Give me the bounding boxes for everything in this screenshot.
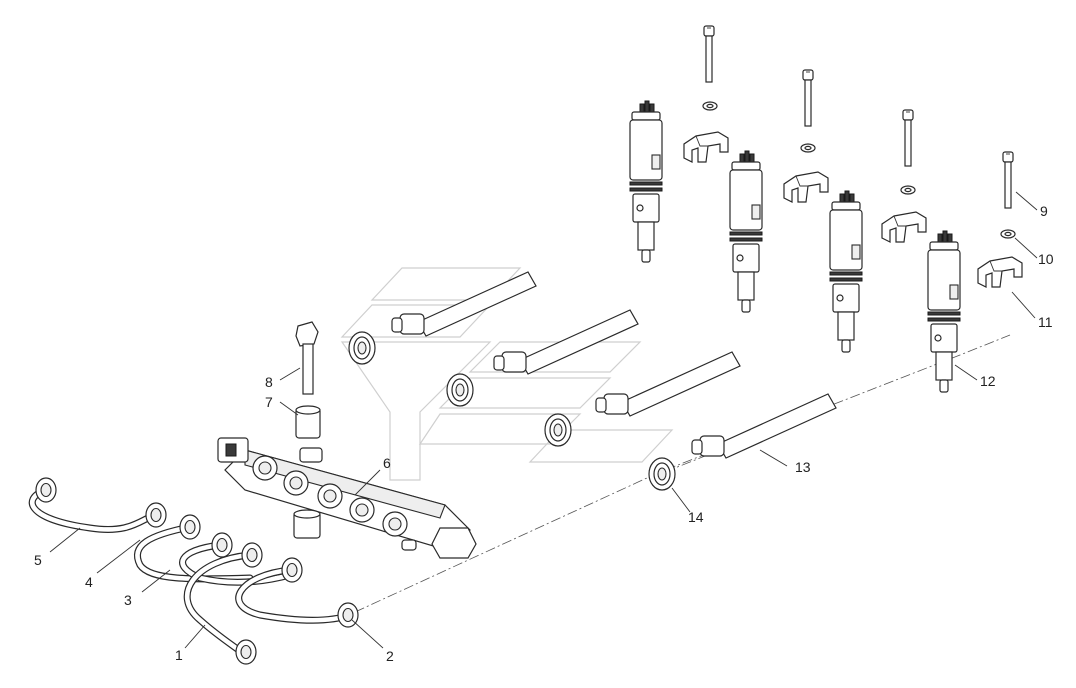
callout-12: 12 (980, 373, 996, 389)
leader-lines (49, 191, 1038, 649)
callout-7: 7 (265, 394, 273, 410)
callout-4: 4 (85, 574, 93, 590)
rail-bolt (295, 321, 319, 395)
callout-10: 10 (1038, 251, 1054, 267)
callout-1: 1 (175, 647, 183, 663)
callout-2: 2 (386, 648, 394, 664)
injector-pipes (28, 486, 354, 659)
center-line-2 (664, 447, 726, 473)
spacer-lower (293, 509, 321, 539)
callout-14: 14 (688, 509, 704, 525)
callout-9: 9 (1040, 203, 1048, 219)
callout-11: 11 (1038, 314, 1053, 330)
callout-13: 13 (795, 459, 811, 475)
callout-5: 5 (34, 552, 42, 568)
callout-6: 6 (383, 455, 391, 471)
callout-3: 3 (124, 592, 132, 608)
center-line (354, 334, 1011, 613)
spacer-sleeve (295, 405, 321, 439)
fuel-rail (217, 437, 477, 559)
callout-8: 8 (265, 374, 273, 390)
